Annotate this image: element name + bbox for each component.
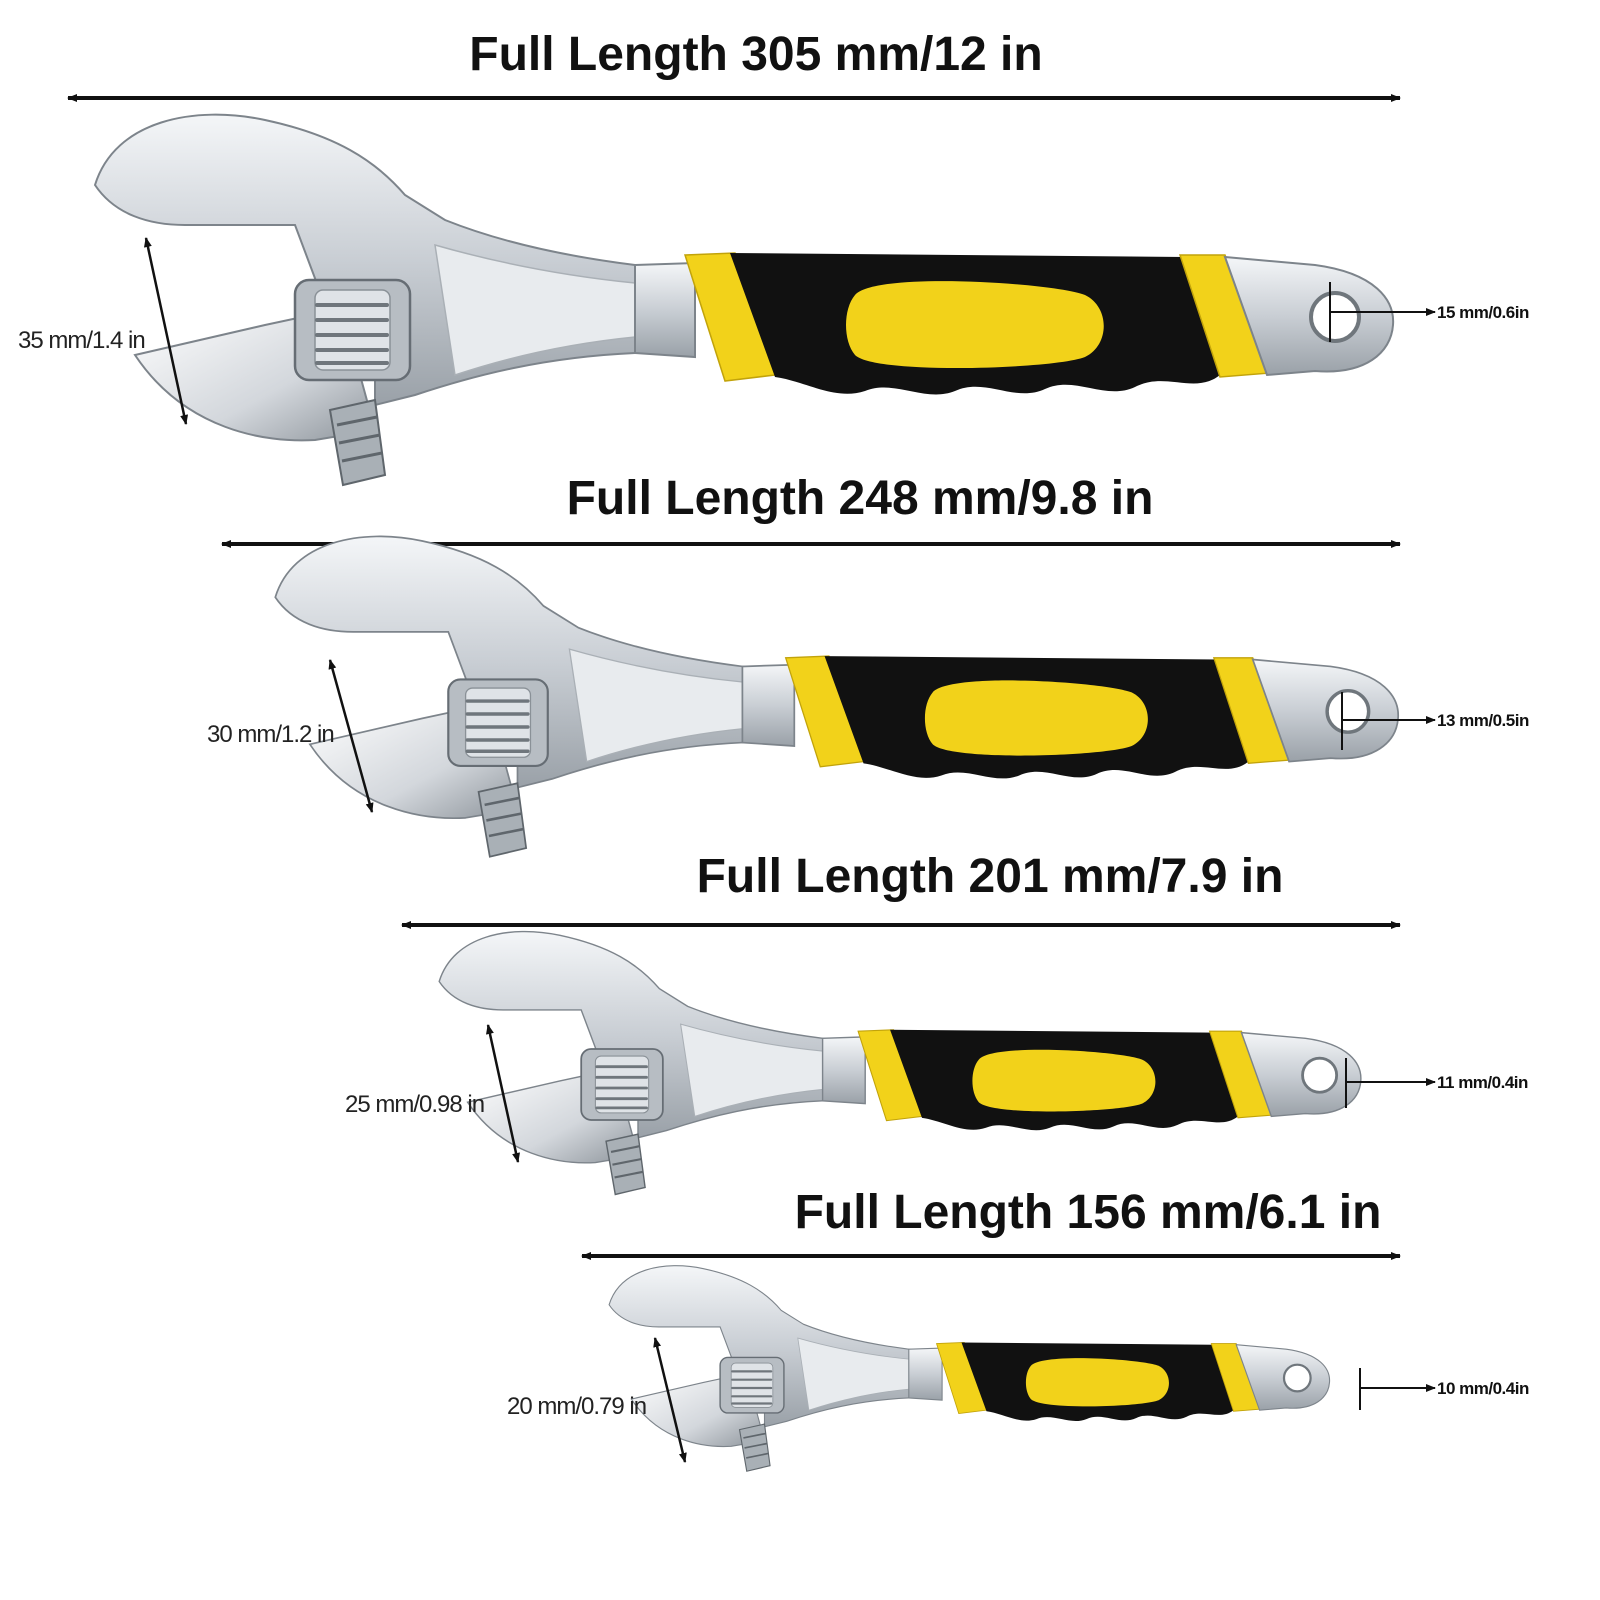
wrench-2-image [273, 534, 1400, 859]
wrench-4-hole-label: 10 mm/0.4in [1437, 1379, 1529, 1398]
wrench-4-jaw-label: 20 mm/0.79 in [507, 1393, 646, 1420]
wrench-1-hole-label: 15 mm/0.6in [1437, 303, 1529, 322]
wrench-3-image [437, 930, 1363, 1196]
wrench-4-length-label: Full Length 156 mm/6.1 in [795, 1186, 1382, 1239]
wrench-1: Full Length 305 mm/12 in 35 mm/1.4 in 15… [18, 28, 1529, 487]
wrench-4-image [607, 1264, 1331, 1473]
wrench-1-length-label: Full Length 305 mm/12 in [469, 28, 1042, 81]
wrench-4: Full Length 156 mm/6.1 in 20 mm/0.79 in … [507, 1186, 1529, 1473]
wrench-2-length-label: Full Length 248 mm/9.8 in [567, 472, 1154, 525]
wrench-4-jaw-arrow [653, 1337, 687, 1463]
wrench-2: Full Length 248 mm/9.8 in 30 mm/1.2 in 1… [207, 472, 1529, 859]
wrench-2-jaw-arrow [328, 659, 374, 813]
wrench-3: Full Length 201 mm/7.9 in 25 mm/0.98 in … [345, 850, 1529, 1196]
wrench-3-hole-label: 11 mm/0.4in [1437, 1073, 1528, 1092]
wrench-2-jaw-label: 30 mm/1.2 in [207, 721, 334, 748]
wrench-3-length-label: Full Length 201 mm/7.9 in [697, 850, 1284, 903]
wrench-3-jaw-label: 25 mm/0.98 in [345, 1091, 484, 1118]
wrench-3-jaw-arrow [486, 1024, 520, 1163]
wrench-2-hole-label: 13 mm/0.5in [1437, 711, 1529, 730]
wrench-1-jaw-arrow [143, 237, 189, 425]
wrench-1-jaw-label: 35 mm/1.4 in [18, 327, 145, 354]
wrench-1-image [93, 112, 1396, 487]
